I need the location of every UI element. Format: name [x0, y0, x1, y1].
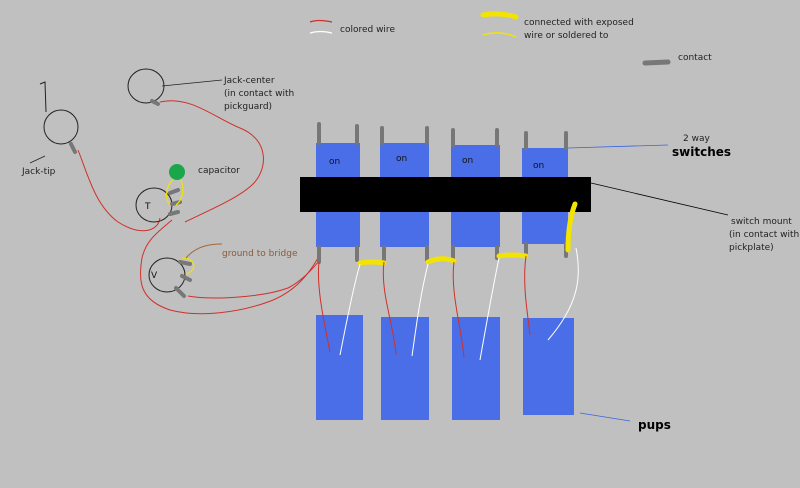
two-way-label: 2 way: [683, 134, 710, 144]
switches-label: switches: [672, 145, 731, 159]
tone-pot-label: T: [144, 202, 151, 212]
pups-pointer: [579, 412, 631, 422]
switch-3-label: on: [462, 156, 473, 166]
tone-cap-lead-2: [175, 177, 184, 206]
mount-pointer: [590, 182, 729, 216]
pickup-3-red: [452, 261, 465, 359]
tone-pot-lug-1: [168, 188, 180, 195]
volume-pot-label: V: [151, 271, 158, 281]
volume-pot: V ground to bridge: [148, 243, 298, 298]
red-wires-left: [77, 100, 319, 315]
jack-tip: Jack-tip: [21, 81, 79, 177]
pickup-3: [452, 317, 500, 420]
pickup-1-white: [339, 263, 361, 356]
pickup-4-white: [547, 247, 579, 341]
legend-contact: [642, 59, 671, 66]
capacitor: capacitor: [169, 164, 240, 180]
tone-pot-lug-3: [168, 210, 180, 216]
capacitor-body: [169, 164, 185, 180]
pups-label: pups: [638, 418, 671, 432]
jack-tip-pointer: [29, 155, 46, 164]
legend-colored-wire-label: colored wire: [340, 25, 395, 35]
solder-to-mount: [565, 201, 578, 253]
tone-pot: T: [135, 177, 184, 223]
legend-red-wire: [309, 19, 333, 23]
pickup-3-white: [479, 257, 500, 361]
pickup-2: [381, 317, 429, 420]
switch-2-label: on: [396, 154, 407, 164]
jack-tip-circle: [43, 109, 79, 145]
wire-jack-center-to-tone: [159, 100, 264, 223]
solder-1-2: [357, 259, 387, 266]
switch-4-label: on: [533, 161, 544, 171]
pickups: [316, 315, 574, 420]
switch-top-contacts: [317, 122, 568, 150]
volume-pot-lug-1: [178, 260, 192, 266]
solder-connections: [357, 201, 578, 266]
annotations-right: 2 way switches switch mount (in contact …: [567, 134, 799, 432]
legend-solder-thick: [480, 11, 519, 20]
volume-pot-lug-3: [174, 286, 186, 298]
pickup-2-white: [411, 263, 429, 357]
wire-jack-tip-to-tone: [77, 149, 161, 232]
legend-white-wire: [309, 30, 333, 34]
tone-cap-lead-1: [165, 177, 175, 206]
switch-mount: [300, 177, 591, 212]
switches-pointer: [567, 144, 669, 149]
pickup-1-red: [317, 261, 331, 353]
jack-center-label-3: pickguard): [224, 102, 272, 112]
jack-center-label-2: (in contact with: [224, 89, 294, 99]
wire-loop-to-switch: [139, 219, 319, 315]
pickup-4: [523, 318, 574, 415]
legend-solder-thin: [482, 32, 517, 38]
jack-tip-contact: [69, 142, 77, 154]
pickup-wires: [317, 247, 579, 361]
legend-connected-label-2: wire or soldered to: [524, 31, 609, 41]
jack-center: Jack-center (in contact with pickguard): [127, 68, 294, 112]
legend-contact-label: contact: [678, 53, 712, 63]
ground-wire: [185, 243, 223, 259]
volume-pot-circle: [148, 257, 186, 293]
solder-2-3: [425, 256, 457, 265]
pickup-4-red: [524, 255, 531, 336]
mount-label-3: pickplate): [729, 243, 774, 253]
jack-center-pointer: [161, 79, 223, 87]
capacitor-label: capacitor: [198, 166, 240, 176]
mount-label-1: switch mount: [731, 217, 792, 227]
wire-volume-to-switch: [187, 261, 319, 299]
pickup-1: [316, 315, 363, 420]
volume-solder-lead: [181, 257, 195, 275]
jack-center-label-1: Jack-center: [223, 76, 275, 86]
jack-tip-label: Jack-tip: [21, 167, 56, 177]
legend-connected-label-1: connected with exposed: [524, 18, 634, 28]
ground-to-bridge-label: ground to bridge: [222, 249, 298, 259]
volume-pot-lug-2: [180, 274, 192, 282]
jack-tip-lead: [39, 81, 47, 113]
mount-label-2: (in contact with: [729, 230, 799, 240]
jack-center-contact: [150, 99, 160, 106]
pickup-2-red: [382, 261, 397, 356]
switch-1-label: on: [329, 157, 340, 167]
legend: colored wire connected with exposed wire…: [309, 11, 712, 66]
jack-center-circle: [127, 68, 165, 104]
solder-3-4: [496, 252, 529, 259]
